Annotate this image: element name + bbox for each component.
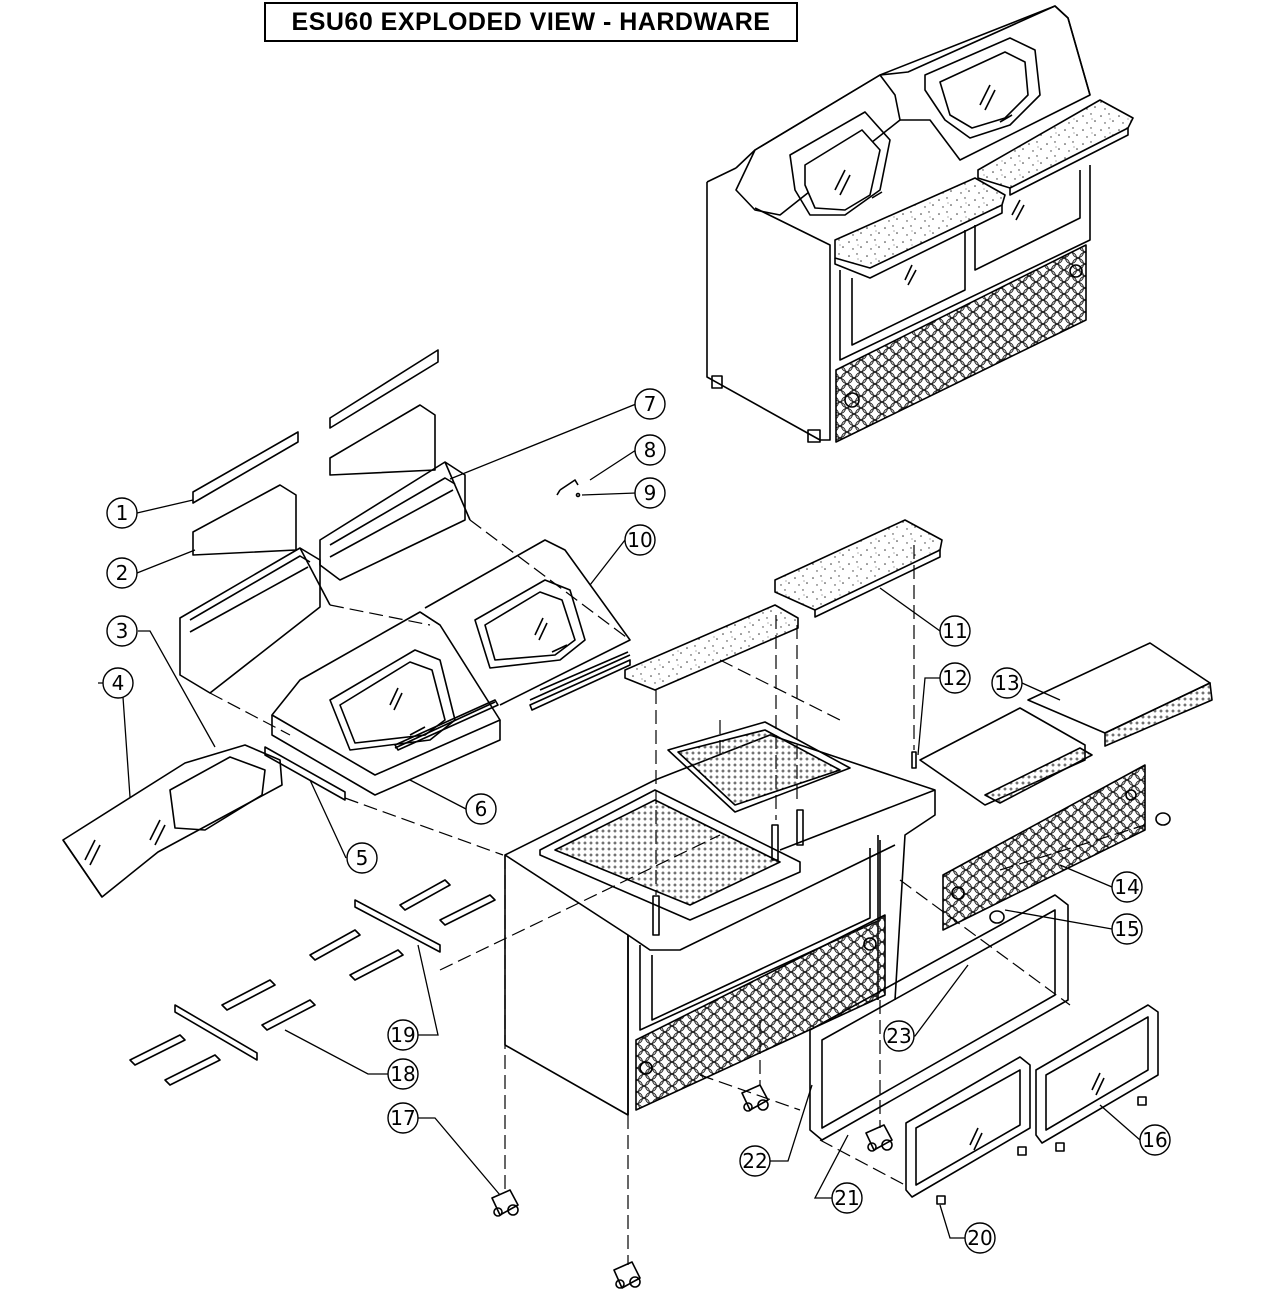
- glass-cover: [62, 744, 283, 898]
- callout-number: 13: [994, 671, 1019, 695]
- callout-number: 18: [390, 1062, 415, 1086]
- callout-circle: [1111, 871, 1143, 903]
- callout-circle: [624, 524, 656, 556]
- callout-number: 3: [116, 619, 129, 643]
- callout-number: 4: [112, 671, 125, 695]
- callout-19: 19: [387, 1019, 419, 1051]
- glass-panels: [192, 349, 439, 556]
- callout-number: 11: [942, 619, 967, 643]
- callout-11: 11: [939, 615, 971, 647]
- callout-circle: [465, 793, 497, 825]
- callout-9: 9: [634, 477, 666, 509]
- callout-circle: [634, 434, 666, 466]
- callout-number: 7: [644, 392, 657, 416]
- studs: [652, 751, 917, 936]
- callout-circle: [106, 557, 138, 589]
- side-boards: [919, 642, 1213, 806]
- assembly-lines: [209, 519, 1146, 1265]
- callout-20: 20: [964, 1222, 996, 1254]
- callout-circle: [1111, 913, 1143, 945]
- callout-number: 20: [967, 1226, 992, 1250]
- callout-number: 12: [942, 666, 967, 690]
- callout-number: 15: [1114, 917, 1139, 941]
- callout-6: 6: [465, 793, 497, 825]
- callout-13: 13: [991, 667, 1023, 699]
- callout-12: 12: [939, 662, 971, 694]
- callout-8: 8: [634, 434, 666, 466]
- callout-number: 1: [116, 501, 129, 525]
- shelf-brackets: [129, 879, 496, 1086]
- callout-number: 14: [1114, 875, 1139, 899]
- callout-circle: [106, 615, 138, 647]
- callout-circle: [346, 842, 378, 874]
- hardware-small: [556, 479, 581, 498]
- callout-4: 4: [102, 667, 134, 699]
- callout-circle: [102, 667, 134, 699]
- callout-10: 10: [624, 524, 656, 556]
- callout-circle: [387, 1019, 419, 1051]
- callout-circle: [387, 1102, 419, 1134]
- louver-panel: [942, 764, 1171, 931]
- page-title: ESU60 EXPLODED VIEW - HARDWARE: [291, 7, 771, 36]
- callout-22: 22: [739, 1145, 771, 1177]
- callout-number: 22: [742, 1149, 767, 1173]
- assembled-unit: [706, 5, 1134, 443]
- callout-number: 5: [356, 846, 369, 870]
- callout-2: 2: [106, 557, 138, 589]
- callout-circle: [634, 477, 666, 509]
- callout-circle: [634, 388, 666, 420]
- callout-23: 23: [883, 1020, 915, 1052]
- callout-circle: [831, 1182, 863, 1214]
- callout-circle: [991, 667, 1023, 699]
- title-box: ESU60 EXPLODED VIEW - HARDWARE: [264, 2, 798, 42]
- callout-circle: [1139, 1124, 1171, 1156]
- bumpers: [936, 1096, 1147, 1205]
- callout-16: 16: [1139, 1124, 1171, 1156]
- callout-number: 21: [834, 1186, 859, 1210]
- callout-circle: [106, 497, 138, 529]
- callout-circle: [739, 1145, 771, 1177]
- callout-21: 21: [831, 1182, 863, 1214]
- callout-number: 19: [390, 1023, 415, 1047]
- callout-number: 2: [116, 561, 129, 585]
- callout-15: 15: [1111, 913, 1143, 945]
- callout-14: 14: [1111, 871, 1143, 903]
- callout-circle: [939, 615, 971, 647]
- canopy-frames: [179, 461, 471, 694]
- callout-circle: [387, 1058, 419, 1090]
- callout-circle: [883, 1020, 915, 1052]
- cutting-boards: [624, 519, 943, 691]
- callout-3: 3: [106, 615, 138, 647]
- callout-number: 8: [644, 438, 657, 462]
- callout-circle: [939, 662, 971, 694]
- callout-5: 5: [346, 842, 378, 874]
- callout-1: 1: [106, 497, 138, 529]
- callout-number: 16: [1142, 1128, 1167, 1152]
- callout-17: 17: [387, 1102, 419, 1134]
- main-cabinet: [504, 721, 936, 1116]
- hinged-lids: [271, 539, 631, 796]
- casters: [491, 1084, 893, 1289]
- door-frame: [809, 894, 1069, 1141]
- callout-number: 9: [644, 481, 657, 505]
- callout-7: 7: [634, 388, 666, 420]
- doors: [905, 1004, 1159, 1198]
- callout-18: 18: [387, 1058, 419, 1090]
- callout-number: 17: [390, 1106, 415, 1130]
- callout-number: 6: [475, 797, 488, 821]
- callout-number: 10: [627, 528, 652, 552]
- strips: [264, 651, 629, 801]
- callout-number: 23: [886, 1024, 911, 1048]
- callout-circle: [964, 1222, 996, 1254]
